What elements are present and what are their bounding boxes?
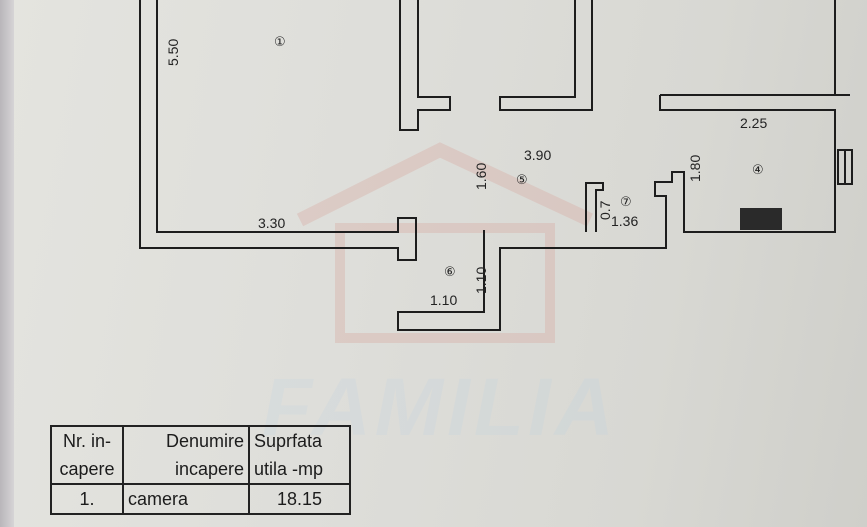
wall-right-lower	[397, 95, 836, 331]
header-nr-line1: Nr. in-	[62, 431, 111, 451]
header-name: Denumire incapere	[122, 425, 250, 485]
room-label-4: ④	[752, 163, 764, 178]
room-label-1: ①	[274, 35, 286, 50]
dim-0-7: 0.7	[597, 200, 613, 220]
dim-1-60: 1.60	[473, 163, 489, 190]
table-header-row: Nr. in- capere Denumire incapere Suprfat…	[50, 425, 351, 485]
room-area-table: Nr. in- capere Denumire incapere Suprfat…	[50, 425, 351, 515]
walls	[139, 0, 853, 331]
dim-5-50: 5.50	[165, 39, 181, 66]
header-name-line2: incapere	[174, 459, 244, 479]
dim-1-36: 1.36	[611, 213, 638, 229]
dim-3-30: 3.30	[258, 215, 285, 231]
row-1-area: 18.15	[248, 483, 351, 515]
wall-room-1	[139, 0, 417, 261]
dim-1-80: 1.80	[687, 155, 703, 182]
page-edge	[0, 0, 14, 527]
header-area: Suprfata utila -mp	[248, 425, 351, 485]
row-1-name: camera	[122, 483, 250, 515]
row-1-nr: 1.	[50, 483, 124, 515]
header-nr-line2: capere	[59, 459, 115, 479]
fixture-block	[740, 208, 782, 230]
room-label-6: ⑥	[444, 265, 456, 280]
wall-center-left	[399, 0, 451, 131]
room-label-7: ⑦	[620, 195, 632, 210]
table-row: 1. camera 18.15	[50, 483, 351, 515]
header-name-line1: Denumire	[165, 431, 244, 451]
dim-1-10-horizontal: 1.10	[430, 292, 457, 308]
dim-2-25: 2.25	[740, 115, 767, 131]
wall-room-7	[585, 182, 604, 232]
wall-center-right	[499, 0, 593, 111]
dim-1-10-vertical: 1.10	[473, 267, 489, 294]
room-label-5: ⑤	[516, 173, 528, 188]
header-area-line2: utila -mp	[254, 459, 324, 479]
header-area-line1: Suprfata	[254, 431, 323, 451]
header-nr: Nr. in- capere	[50, 425, 124, 485]
dim-3-90: 3.90	[524, 147, 551, 163]
